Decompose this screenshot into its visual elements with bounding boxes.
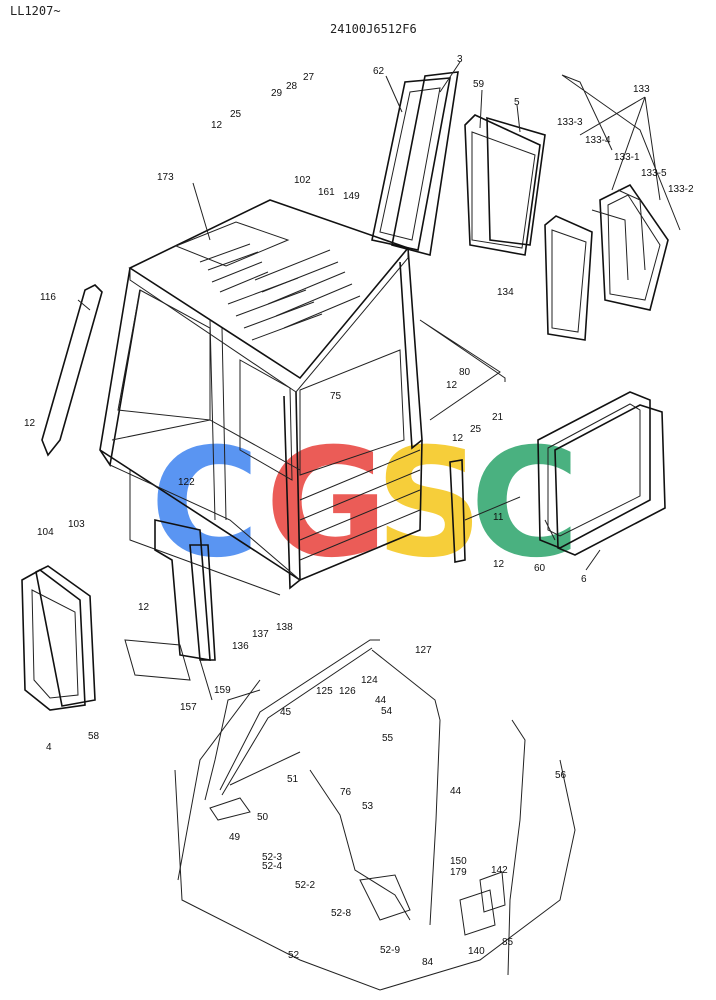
- callout-label: 12: [211, 120, 223, 131]
- callout-label: 124: [361, 675, 378, 686]
- callout-label: 133-1: [614, 152, 640, 163]
- callout-label: 76: [340, 787, 352, 798]
- cab-frame: [99, 199, 506, 596]
- callout-label: 55: [382, 733, 394, 744]
- callout-label: 85: [502, 937, 514, 948]
- callout-label: 25: [230, 109, 242, 120]
- callout-label: 137: [252, 629, 269, 640]
- callout-label: 161: [318, 187, 335, 198]
- callout-label: 134: [497, 287, 514, 298]
- callout-label: 28: [286, 81, 298, 92]
- callout-label: 27: [303, 72, 315, 83]
- callout-label: 133: [633, 84, 650, 95]
- callout-label: 51: [287, 774, 299, 785]
- callout-label: 52-9: [380, 945, 400, 956]
- callout-label: 4: [46, 742, 52, 753]
- callout-label: 75: [330, 391, 342, 402]
- callout-label: 12: [446, 380, 458, 391]
- callout-label: 6: [581, 574, 587, 585]
- callout-label: 50: [257, 812, 269, 823]
- callout-label: 44: [450, 786, 462, 797]
- callout-label: 44: [375, 695, 387, 706]
- callout-label: 21: [492, 412, 504, 423]
- window-glass-group: [371, 71, 681, 341]
- callout-label: 5: [514, 97, 520, 108]
- watermark-letter-s: S: [375, 417, 483, 591]
- callout-label: 157: [180, 702, 197, 713]
- callout-label: 80: [459, 367, 471, 378]
- callout-label: 150: [450, 856, 467, 867]
- callout-label: 122: [178, 477, 195, 488]
- callout-label: 12: [24, 418, 36, 429]
- callout-label: 142: [491, 865, 508, 876]
- callout-label: 59: [473, 79, 485, 90]
- leader-lines: [77, 61, 661, 701]
- callout-label: 3: [457, 54, 463, 65]
- drawing-code: 24100J6512F6: [330, 22, 417, 36]
- watermark-letter-g: G: [265, 417, 388, 591]
- callout-label: 104: [37, 527, 54, 538]
- callout-label: 60: [534, 563, 546, 574]
- callout-label: 49: [229, 832, 241, 843]
- callout-label: 54: [381, 706, 393, 717]
- callout-label: 12: [138, 602, 150, 613]
- seals-and-rails: [41, 284, 466, 681]
- callout-label: 133-5: [641, 168, 667, 179]
- right-window: [537, 391, 666, 556]
- callout-label: 138: [276, 622, 293, 633]
- callout-label: 12: [452, 433, 464, 444]
- callout-label: 11: [493, 512, 504, 523]
- cgsc-watermark: C G S C: [150, 417, 580, 591]
- callout-label: 58: [88, 731, 100, 742]
- callout-labels: 3 62 59 5 133 133-3 133-4 133-1 133-5 13…: [24, 54, 694, 968]
- callout-label: 127: [415, 645, 432, 656]
- watermark-letter-c2: C: [470, 417, 580, 591]
- callout-label: 84: [422, 957, 434, 968]
- callout-label: 103: [68, 519, 85, 530]
- wiper-assembly: [174, 639, 576, 991]
- callout-label: 140: [468, 946, 485, 957]
- callout-label: 136: [232, 641, 249, 652]
- left-window: [21, 565, 96, 711]
- callout-label: 173: [157, 172, 174, 183]
- callout-label: 125: [316, 686, 333, 697]
- callout-label: 133-3: [557, 117, 583, 128]
- callout-label: 52-8: [331, 908, 351, 919]
- callout-label: 25: [470, 424, 482, 435]
- callout-label: 56: [555, 770, 567, 781]
- callout-label: 45: [280, 707, 292, 718]
- callout-label: 159: [214, 685, 231, 696]
- callout-label: 62: [373, 66, 385, 77]
- callout-label: 133-4: [585, 135, 611, 146]
- callout-label: 126: [339, 686, 356, 697]
- watermark-letter-c1: C: [150, 417, 260, 591]
- callout-label: 12: [493, 559, 505, 570]
- callout-label: 116: [40, 292, 56, 303]
- callout-label: 133-2: [668, 184, 694, 195]
- callout-label: 52-3: [262, 852, 282, 863]
- callout-label: 52: [288, 950, 300, 961]
- callout-label: 29: [271, 88, 283, 99]
- callout-label: 102: [294, 175, 311, 186]
- callout-label: 53: [362, 801, 374, 812]
- callout-label: 149: [343, 191, 360, 202]
- callout-label: 52-2: [295, 880, 315, 891]
- callout-label: 52-4: [262, 861, 282, 872]
- callout-label: 179: [450, 867, 467, 878]
- serial-range: LL1207~: [10, 4, 61, 18]
